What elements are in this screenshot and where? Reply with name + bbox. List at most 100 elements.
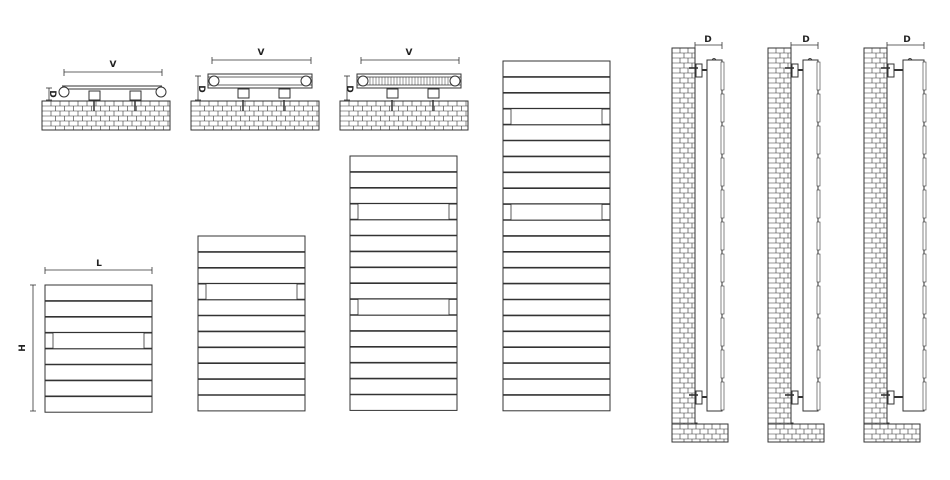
brick-wall-outline [863, 47, 888, 425]
bracket [427, 88, 440, 99]
brick-wall-outline [671, 47, 696, 425]
top-view-2 [190, 57, 320, 131]
front-view-2 [197, 235, 306, 412]
radiator-body [207, 73, 313, 89]
bar-profile [922, 157, 927, 187]
bar-profile [922, 221, 927, 251]
top-view-2-d-label: D [196, 85, 206, 92]
front-views [30, 60, 611, 413]
d-dimension [886, 42, 925, 49]
bar-profile [816, 61, 821, 91]
h-dimension [30, 284, 36, 412]
front-view-1 [44, 284, 153, 413]
wall-corner [791, 422, 794, 425]
side-view-1-d-label: D [704, 35, 711, 45]
side-view-1 [671, 42, 729, 443]
towel-gap [357, 298, 450, 316]
bar-profile [720, 125, 725, 155]
bar-profile [816, 125, 821, 155]
bar-profile [720, 349, 725, 379]
bracket [88, 90, 101, 101]
side-wall [863, 47, 888, 425]
wall-corner [887, 422, 890, 425]
side-view-3 [863, 42, 927, 443]
top-view-2-v-label: V [258, 48, 265, 58]
bar-profile [720, 253, 725, 283]
towel-gap [510, 108, 603, 125]
bracket [695, 390, 703, 405]
bar-profile [816, 381, 821, 411]
top-view-1 [41, 69, 171, 131]
height-h-label: H [18, 344, 28, 352]
bar-profile [816, 349, 821, 379]
bar-profile [816, 253, 821, 283]
towel-gap [52, 332, 145, 350]
bar-profile [922, 125, 927, 155]
tube-end [357, 75, 369, 87]
side-wall [671, 47, 696, 425]
bar-profile [816, 285, 821, 315]
radiator-profile [802, 59, 819, 412]
bar-profile [922, 93, 927, 123]
bar-profile [922, 61, 927, 91]
side-views [671, 42, 927, 443]
bar-profile [816, 317, 821, 347]
d-dimension [46, 87, 52, 101]
air-vent [711, 58, 717, 61]
bar-profile [720, 317, 725, 347]
tube-end [300, 75, 312, 87]
side-view-2 [767, 42, 825, 443]
top-view-3-d-label: D [344, 85, 354, 92]
bar-profile [720, 189, 725, 219]
top-view-wall [339, 100, 469, 131]
bar-profile [816, 221, 821, 251]
bracket [695, 63, 703, 78]
bar-profile [922, 253, 927, 283]
v-dimension [360, 57, 460, 64]
towel-gap [205, 283, 298, 301]
side-view-2-d-label: D [802, 35, 809, 45]
air-vent [807, 58, 813, 61]
v-dimension [211, 57, 312, 64]
tube-end [449, 75, 461, 87]
bracket [791, 63, 799, 78]
top-view-3 [339, 57, 469, 131]
top-view-wall [41, 100, 171, 131]
bar-profile [816, 157, 821, 187]
bracket [129, 90, 142, 101]
bar-profile [720, 93, 725, 123]
front-view-4 [502, 60, 611, 412]
bar-profile [816, 189, 821, 219]
towel-gap [510, 203, 603, 221]
bracket [386, 88, 399, 99]
v-dimension [63, 69, 163, 76]
brick-wall-outline [41, 100, 171, 131]
bracket [237, 88, 250, 99]
bar-profile [922, 189, 927, 219]
brick-wall-outline [190, 100, 320, 131]
bar-profile [922, 285, 927, 315]
top-view-1-v-label: V [110, 60, 117, 70]
tube-end [58, 86, 70, 98]
d-dimension [195, 75, 201, 101]
side-view-3-d-label: D [903, 35, 910, 45]
towel-gap [357, 203, 450, 220]
radiator-outline [197, 235, 306, 412]
floor-foot [767, 423, 825, 443]
floor-foot [863, 423, 921, 443]
bracket [887, 390, 895, 405]
brick-wall-outline [339, 100, 469, 131]
radiator-profile [902, 59, 925, 412]
bar-profile [720, 61, 725, 91]
top-view-3-v-label: V [406, 48, 413, 58]
top-view-wall [190, 100, 320, 131]
tube-end [208, 75, 220, 87]
l-dimension [44, 267, 153, 274]
floor-foot [671, 423, 729, 443]
top-view-1-d-label: D [47, 90, 57, 97]
brick-wall-outline [767, 47, 792, 425]
bar-profile [922, 349, 927, 379]
bar-profile [816, 93, 821, 123]
side-wall [767, 47, 792, 425]
